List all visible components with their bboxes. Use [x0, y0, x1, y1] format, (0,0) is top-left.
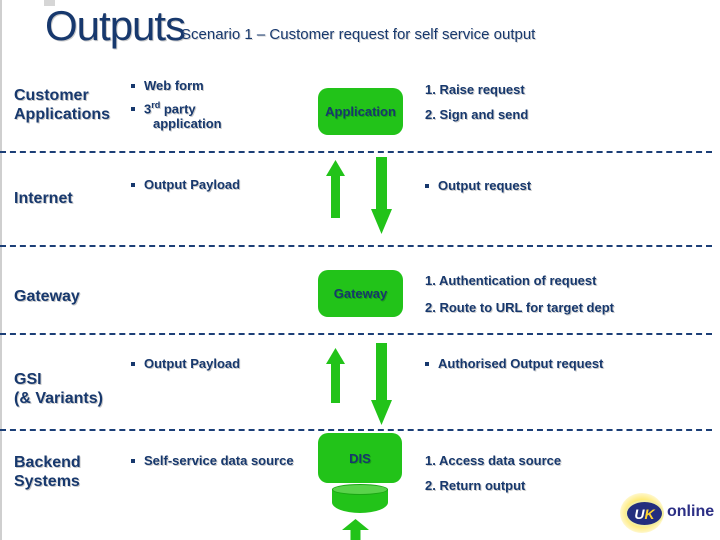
- bullet-item-3rd-party: 3rd party application: [131, 100, 222, 131]
- row-label-backend-systems: Backend Systems: [14, 453, 81, 491]
- right-step-route-url: 2. Route to URL for target dept: [425, 300, 614, 315]
- bullet-text: Output Payload: [144, 177, 241, 192]
- row-label-internet: Internet: [14, 190, 73, 207]
- cylinder-top: [332, 484, 388, 495]
- bullet-text-line2: application: [153, 116, 222, 132]
- bullet-square-icon: [131, 182, 135, 187]
- row-divider-4: [0, 429, 712, 431]
- page-subtitle: Scenario 1 – Customer request for self s…: [181, 26, 536, 43]
- right-step-raise-request: 1. Raise request: [425, 82, 525, 97]
- box-label: DIS: [349, 450, 371, 466]
- right-step-return-output: 2. Return output: [425, 478, 526, 493]
- down-arrow-icon: [371, 157, 392, 234]
- bullet-square-icon: [425, 183, 429, 188]
- row-label-line: (& Variants): [14, 390, 103, 407]
- up-arrow-icon: [342, 519, 369, 540]
- row-label-line: Systems: [14, 473, 80, 490]
- top-edge-mark: [44, 0, 55, 6]
- bullet-item-web-form: Web form: [131, 78, 204, 93]
- dis-box: DIS: [318, 433, 402, 483]
- bullet-item-output-payload-1: Output Payload: [131, 177, 240, 192]
- row-divider-2: [0, 245, 712, 247]
- bullet-item-self-service-data-source: Self-service data source: [131, 453, 294, 468]
- row-label-gsi: GSI (& Variants): [14, 370, 103, 408]
- bullet-text: party: [160, 101, 196, 117]
- logo-letter-k: K: [644, 505, 655, 522]
- right-step-authentication: 1. Authentication of request: [425, 273, 597, 288]
- row-label-line: GSI: [14, 371, 42, 388]
- ordinal-superscript: rd: [151, 100, 161, 110]
- bullet-text: Authorised Output request: [438, 356, 604, 371]
- right-step-access-data-source: 1. Access data source: [425, 453, 562, 468]
- left-edge-strip: [0, 0, 2, 540]
- down-arrow-icon: [371, 343, 392, 425]
- up-arrow-icon: [326, 348, 345, 403]
- row-label-line: Customer: [14, 87, 89, 104]
- up-arrow-icon: [326, 160, 345, 218]
- bullet-square-icon: [131, 83, 135, 88]
- row-divider-3: [0, 333, 712, 335]
- box-label: Application: [325, 104, 396, 119]
- row-label-line: Backend: [14, 454, 81, 471]
- bullet-square-icon: [131, 106, 135, 111]
- bullet-item-output-payload-2: Output Payload: [131, 356, 240, 371]
- gateway-box: Gateway: [318, 270, 403, 317]
- bullet-text: Web form: [144, 78, 204, 93]
- bullet-text: Output request: [438, 178, 532, 193]
- row-label-gateway: Gateway: [14, 288, 80, 305]
- right-step-sign-and-send: 2. Sign and send: [425, 107, 529, 122]
- page-title: Outputs: [45, 2, 186, 49]
- bullet-text: Self-service data source: [144, 453, 294, 468]
- box-label: Gateway: [333, 286, 388, 301]
- bullet-square-icon: [131, 458, 135, 463]
- row-label-line: Applications: [14, 106, 111, 123]
- bullet-square-icon: [425, 361, 429, 366]
- bullet-square-icon: [131, 361, 135, 366]
- row-divider-1: [0, 151, 712, 153]
- application-box: Application: [318, 88, 403, 135]
- bullet-text: 3: [144, 101, 152, 117]
- database-cylinder-icon: [332, 484, 388, 513]
- row-label-customer-applications: Customer Applications: [14, 86, 110, 124]
- right-bullet-output-request: Output request: [425, 178, 531, 193]
- right-bullet-authorised-output: Authorised Output request: [425, 356, 603, 371]
- logo-online-text: online: [667, 503, 715, 520]
- bullet-text: Output Payload: [144, 356, 241, 371]
- logo-letter-u: U: [634, 505, 645, 522]
